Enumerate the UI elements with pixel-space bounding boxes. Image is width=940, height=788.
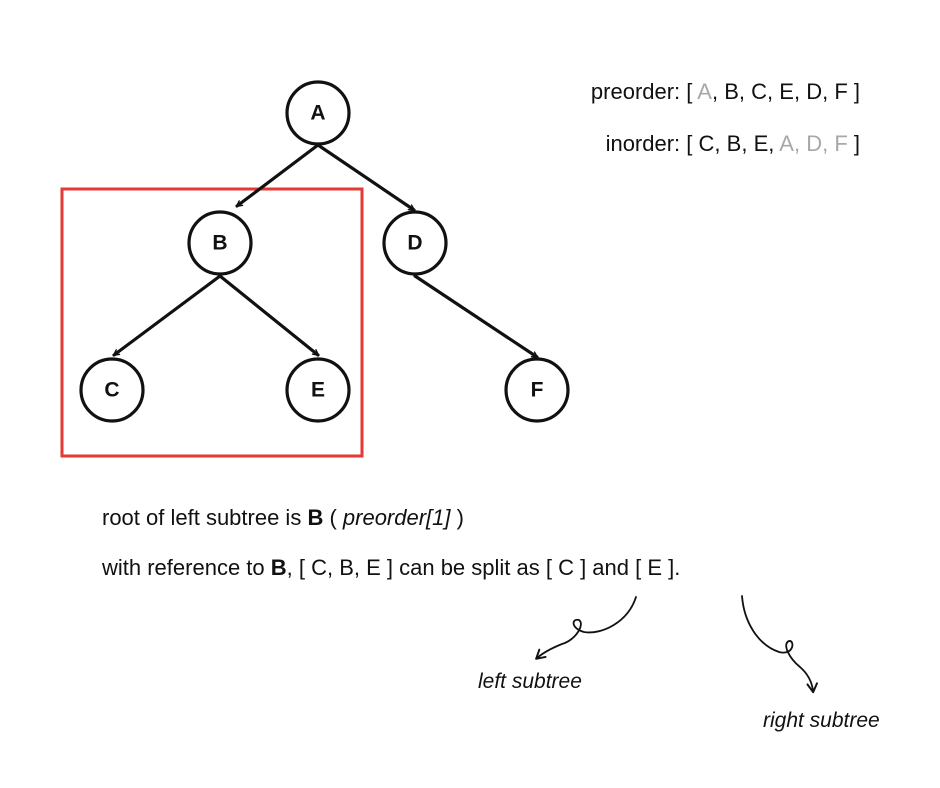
- node-c: C: [79, 357, 145, 423]
- preorder-separator: ,: [767, 79, 780, 104]
- preorder-item-b: B: [724, 79, 739, 104]
- node-e-label: E: [311, 379, 325, 402]
- caption-root-of-left-subtree: root of left subtree is B ( preorder[1] …: [102, 505, 464, 531]
- caption2-text-before: with reference to: [102, 555, 271, 580]
- caption1-italic-ref: preorder[1]: [342, 505, 451, 530]
- node-f: F: [504, 357, 570, 423]
- preorder-prefix: preorder: [: [590, 79, 698, 104]
- inorder-item-d: D: [806, 131, 823, 156]
- caption1-text-after: ): [450, 505, 464, 530]
- node-b-label: B: [212, 232, 227, 255]
- node-b: B: [187, 210, 253, 276]
- preorder-item-a: A: [697, 79, 712, 104]
- caption-split-explanation: with reference to B, [ C, B, E ] can be …: [102, 555, 680, 581]
- caption2-bold-node: B: [270, 555, 287, 580]
- inorder-separator: ,: [822, 131, 835, 156]
- inorder-separator: ,: [793, 131, 807, 156]
- preorder-item-f: F: [834, 79, 848, 104]
- right-subtree-curly-arrow: [741, 595, 818, 694]
- edge-d-f: [413, 274, 539, 359]
- edge-a-d: [316, 143, 416, 212]
- edge-a-b: [235, 143, 320, 208]
- preorder-separator: ,: [793, 79, 807, 104]
- inorder-prefix: inorder: [: [605, 131, 699, 156]
- inorder-suffix: ]: [847, 131, 860, 156]
- edge-b-c: [112, 274, 222, 357]
- inorder-item-f: F: [834, 131, 848, 156]
- right-subtree-label: right subtree: [763, 709, 880, 732]
- preorder-separator: ,: [711, 79, 725, 104]
- preorder-separator: ,: [822, 79, 835, 104]
- caption2-text-after: , [ C, B, E ] can be split as [ C ] and …: [286, 555, 681, 580]
- inorder-item-e: E: [753, 131, 769, 156]
- preorder-item-d: D: [806, 79, 823, 104]
- left-subtree-highlight-box: [60, 187, 364, 458]
- caption1-text-mid: (: [323, 505, 343, 530]
- preorder-separator: ,: [738, 79, 752, 104]
- caption1-text-before: root of left subtree is: [102, 505, 308, 530]
- node-a-label: A: [310, 102, 325, 125]
- left-subtree-curly-arrow: [535, 596, 637, 660]
- inorder-separator: ,: [768, 131, 780, 156]
- inorder-item-c: C: [698, 131, 715, 156]
- caption1-bold-node: B: [307, 505, 324, 530]
- node-a: A: [285, 80, 351, 146]
- inorder-item-b: B: [726, 131, 742, 156]
- node-f-label: F: [531, 379, 544, 402]
- node-c-label: C: [104, 379, 119, 402]
- inorder-item-a: A: [779, 131, 794, 156]
- preorder-item-c: C: [751, 79, 768, 104]
- node-e: E: [285, 357, 351, 423]
- inorder-separator: ,: [714, 131, 727, 156]
- inorder-sequence: inorder: [ C, B, E, A, D, F ]: [606, 131, 860, 157]
- preorder-suffix: ]: [847, 79, 860, 104]
- node-d: D: [382, 210, 448, 276]
- edge-b-e: [218, 274, 320, 357]
- inorder-separator: ,: [741, 131, 754, 156]
- node-d-label: D: [407, 232, 422, 255]
- preorder-sequence: preorder: [ A, B, C, E, D, F ]: [591, 79, 860, 105]
- preorder-item-e: E: [779, 79, 794, 104]
- left-subtree-label: left subtree: [478, 670, 582, 693]
